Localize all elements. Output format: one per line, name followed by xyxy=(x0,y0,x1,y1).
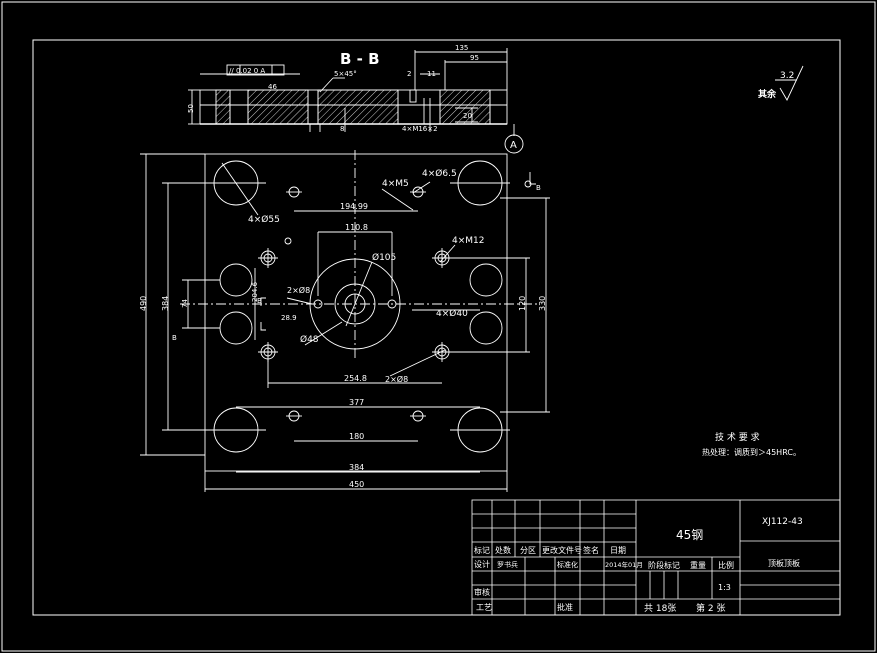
title-block xyxy=(471,499,841,616)
tb-designer: 罗书兵 xyxy=(497,560,518,569)
cut-marker-b-left: B xyxy=(257,297,262,305)
tb-sheet-no: 第 2 张 xyxy=(696,602,725,614)
label-phi8a: 2×Ø8 xyxy=(287,285,310,295)
section-view xyxy=(188,48,515,136)
label-phi65: 4×Ø6.5 xyxy=(422,168,457,179)
roughness-value: 3.2 xyxy=(780,71,794,81)
tb-approve: 批准 xyxy=(557,602,573,612)
label-chamfer: 5×45° xyxy=(334,70,357,78)
roughness-symbol xyxy=(775,65,804,101)
tb-scale-label: 比例 xyxy=(718,560,734,570)
notes-line-1: 热处理：调质到＞45HRC。 xyxy=(702,447,801,457)
label-dim-330: 330 xyxy=(538,296,547,311)
label-dim-377: 377 xyxy=(349,398,364,407)
label-depth: 46 xyxy=(268,83,277,91)
datum-circle xyxy=(504,134,524,154)
label-phi8b: 2×Ø8 xyxy=(385,374,408,384)
notes-title: 技 术 要 求 xyxy=(715,431,760,443)
label-phi48: Ø48 xyxy=(300,334,319,345)
tb-total-sheets: 共 18张 xyxy=(644,603,676,614)
section-title: B - B xyxy=(340,50,380,68)
cut-marker-b-top: B xyxy=(536,184,541,192)
label-holes-55: 4×Ø55 xyxy=(248,214,280,225)
tb-standardization: 标准化 xyxy=(557,560,578,569)
label-tap: 4×M16×2 xyxy=(402,125,438,133)
label-dim-2046: 204.6 xyxy=(251,281,259,302)
inner-frame xyxy=(32,39,841,616)
label-dim-74: 74 xyxy=(181,299,189,308)
tb-header-5: 日期 xyxy=(610,546,626,555)
label-phi105: Ø105 xyxy=(372,252,396,263)
cut-marker-b-bottom: B xyxy=(172,334,177,342)
tb-date: 2014年01月 xyxy=(605,560,643,569)
tb-design: 设计 xyxy=(474,559,490,569)
label-dim-11: 11 xyxy=(427,70,436,78)
label-dim-1108: 110.8 xyxy=(345,223,368,232)
label-dim-384-bottom: 384 xyxy=(349,463,364,472)
label-phi40: 4×Ø40 xyxy=(436,308,468,319)
tb-scale: 1:3 xyxy=(718,583,731,592)
label-dim-180: 180 xyxy=(349,432,364,441)
tb-material: 45钢 xyxy=(676,528,703,542)
label-dim-2: 2 xyxy=(407,70,411,78)
label-dim-2548: 254.8 xyxy=(344,374,367,383)
label-height-20: 20 xyxy=(463,112,472,120)
label-width-95: 95 xyxy=(470,54,479,62)
tb-header-0: 标记 xyxy=(474,545,490,555)
tb-weight: 重量 xyxy=(690,560,706,570)
label-dim-289: 28.9 xyxy=(281,314,297,322)
label-dim-120: 120 xyxy=(518,296,527,311)
tb-header-4: 签名 xyxy=(583,545,599,555)
tb-process: 工艺 xyxy=(476,603,492,612)
label-dim-384-left: 384 xyxy=(161,296,170,311)
tb-part-name: 顶板顶板 xyxy=(768,558,800,568)
label-dim-490: 490 xyxy=(139,296,148,311)
tb-review: 审核 xyxy=(474,587,490,597)
tb-drawing-no: XJ112-43 xyxy=(762,517,803,527)
tb-stage-mark: 阶段标记 xyxy=(648,560,680,570)
label-dim-450: 450 xyxy=(349,480,364,489)
label-width-135: 135 xyxy=(455,44,468,52)
label-m12: 4×M12 xyxy=(452,236,484,246)
label-tolerance: // 0.02 0 A xyxy=(229,67,265,75)
datum-label: A xyxy=(510,140,517,151)
label-dim-8: 8 xyxy=(340,125,344,133)
roughness-label: 其余 xyxy=(758,88,777,100)
tb-header-2: 分区 xyxy=(520,546,536,555)
label-m5: 4×M5 xyxy=(382,179,409,189)
tb-header-3: 更改文件号 xyxy=(542,545,582,555)
plan-view xyxy=(140,150,550,492)
label-thickness: 50 xyxy=(187,104,195,113)
label-dim-1949: 194.99 xyxy=(340,202,368,211)
tb-header-1: 处数 xyxy=(495,545,511,555)
